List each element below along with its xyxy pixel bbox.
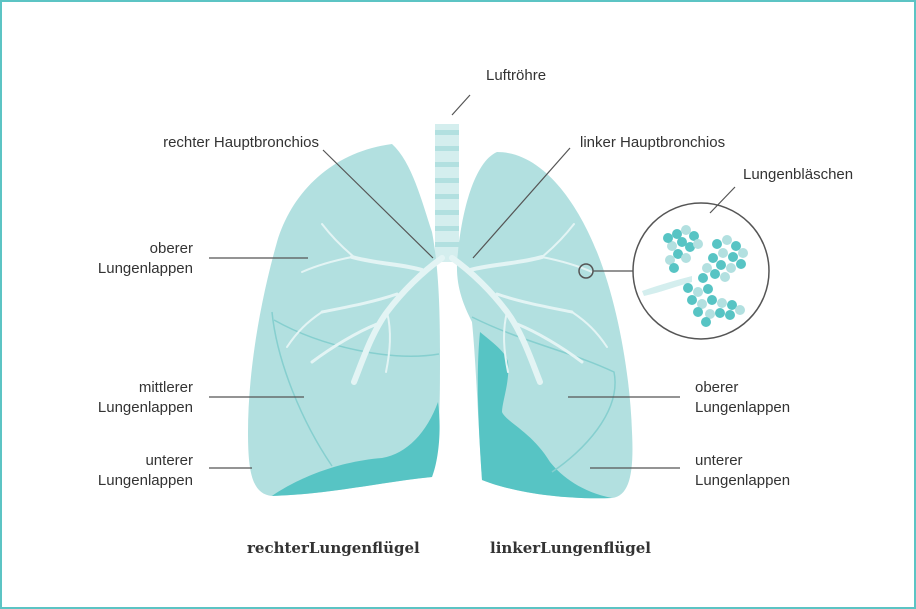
trachea-label: Luftröhre [486, 66, 546, 86]
left-lower-lobe-label-line1: unterer [695, 451, 790, 471]
right-lung-shape [248, 144, 440, 496]
right-lung [248, 144, 440, 496]
right-lung-caption-a: rechter [247, 539, 309, 557]
right-lower-lobe-label-line2: Lungenlappen [98, 471, 193, 491]
right-upper-lobe-label-line1: oberer [98, 239, 193, 259]
right-main-bronchus-label: rechter Hauptbronchios [163, 133, 319, 153]
left-upper-lobe-label: oberer Lungenlappen [695, 378, 790, 418]
trachea [435, 124, 459, 262]
right-lung-caption-b: Lungenflügel [309, 539, 420, 557]
left-upper-lobe-label-line2: Lungenlappen [695, 398, 790, 418]
right-lower-lobe-label-line1: unterer [98, 451, 193, 471]
left-lung-caption-a: linker [490, 539, 540, 557]
right-upper-lobe-label: oberer Lungenlappen [98, 239, 193, 279]
right-lung-caption: rechterLungenflügel [247, 539, 420, 557]
left-main-bronchus-label: linker Hauptbronchios [580, 133, 725, 153]
right-middle-lobe-label-line2: Lungenlappen [98, 398, 193, 418]
right-middle-lobe-label: mittlerer Lungenlappen [98, 378, 193, 418]
right-upper-lobe-label-line2: Lungenlappen [98, 259, 193, 279]
left-lung [457, 152, 633, 498]
trachea-leader [452, 95, 470, 115]
left-upper-lobe-label-line1: oberer [695, 378, 790, 398]
alveoli-label: Lungenbläschen [743, 165, 853, 185]
alveoli-zoom-circle [633, 203, 769, 339]
right-lower-lobe-label: unterer Lungenlappen [98, 451, 193, 491]
left-lower-lobe-label-line2: Lungenlappen [695, 471, 790, 491]
right-middle-lobe-label-line1: mittlerer [98, 378, 193, 398]
left-lower-lobe-label: unterer Lungenlappen [695, 451, 790, 491]
left-lung-caption-b: Lungenflügel [540, 539, 651, 557]
left-lung-caption: linkerLungenflügel [490, 539, 651, 557]
